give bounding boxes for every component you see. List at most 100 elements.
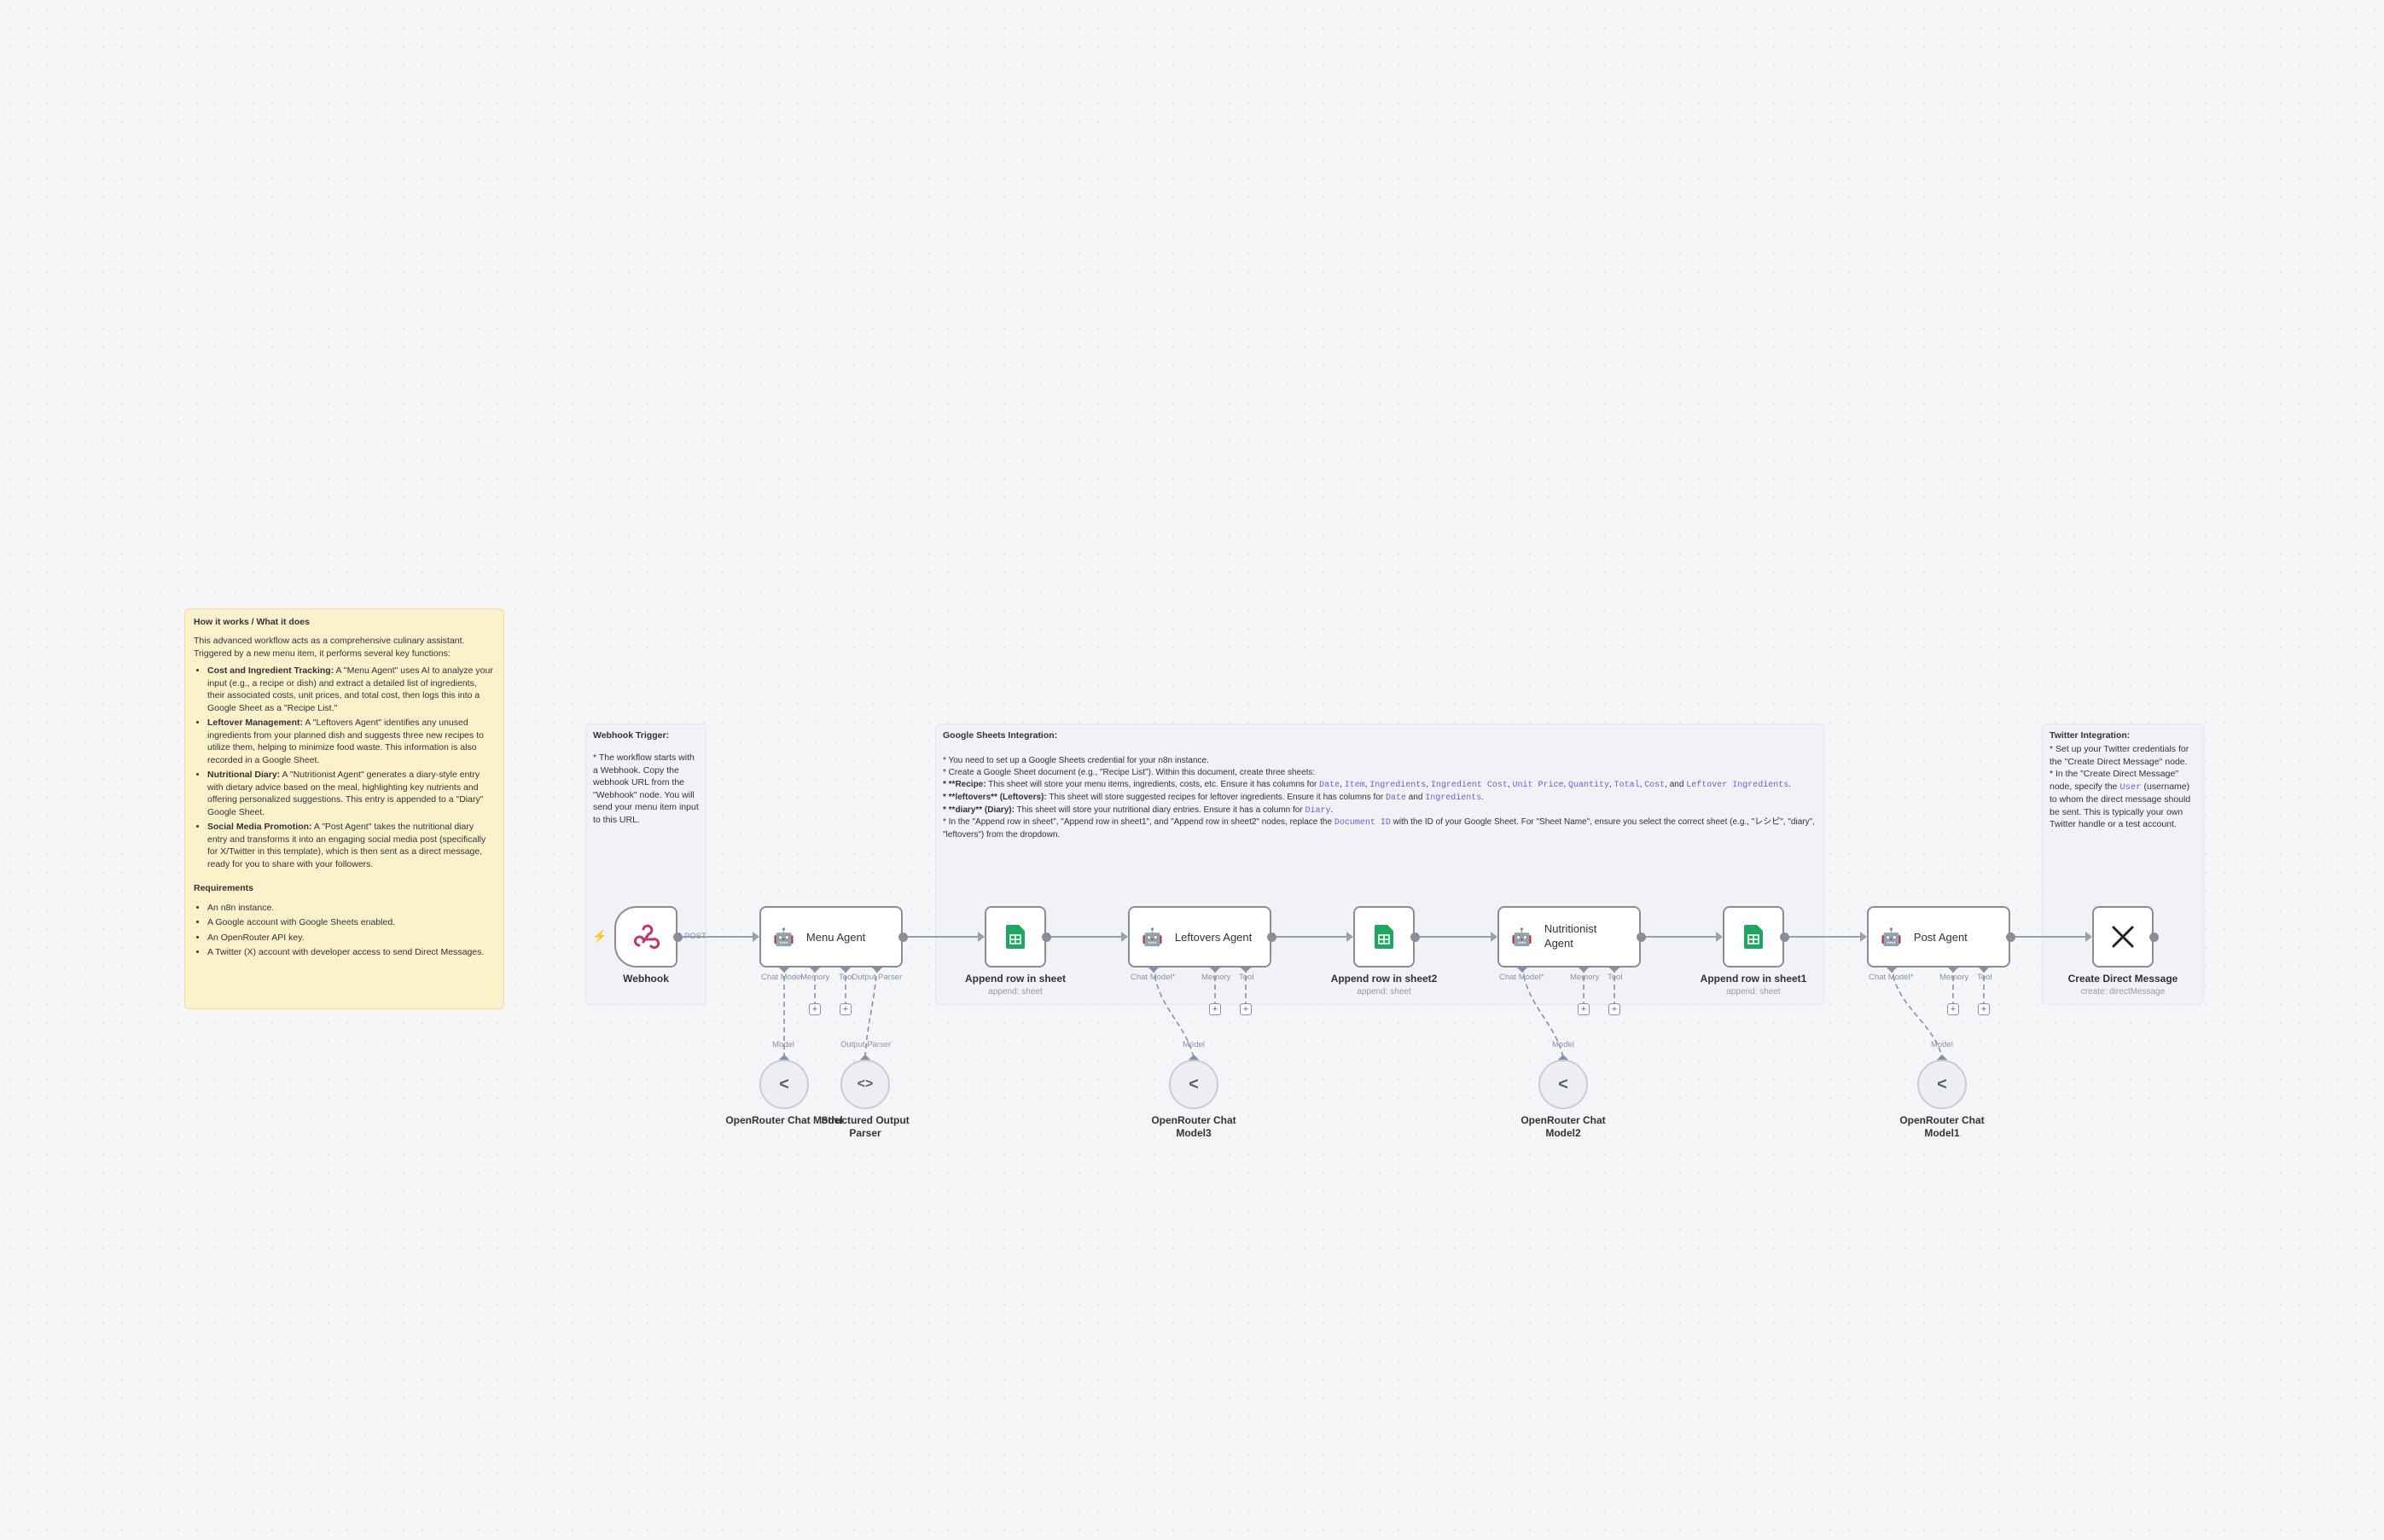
requirement-item: A Google account with Google Sheets enab…	[207, 916, 495, 928]
feature-item: Social Media Promotion: A "Post Agent" t…	[207, 821, 495, 870]
note-title: Webhook Trigger:	[593, 730, 670, 741]
port-label-memory: Memory	[1570, 973, 1600, 982]
note-line: * **diary** (Diary): This sheet will sto…	[943, 805, 1334, 816]
feature-list: Cost and Ingredient Tracking: A "Menu Ag…	[194, 665, 495, 870]
output-handle[interactable]	[1042, 933, 1051, 942]
output-handle[interactable]	[1780, 933, 1789, 942]
port-label-model: Model	[1552, 1040, 1574, 1049]
webhook-icon	[633, 924, 660, 950]
create-direct-message-node[interactable]	[2092, 906, 2154, 968]
requirement-item: A Twitter (X) account with developer acc…	[207, 946, 495, 958]
code-brackets-icon: <>	[857, 1077, 874, 1091]
note-body: * The workflow starts with a Webhook. Co…	[593, 753, 699, 825]
append-row-in-sheet-node[interactable]	[985, 906, 1046, 968]
leftovers-agent-node[interactable]: 🤖 Leftovers Agent	[1128, 906, 1271, 968]
output-handle[interactable]	[1267, 933, 1276, 942]
add-tool-button[interactable]: +	[1978, 1003, 1990, 1015]
webhook-output-handle[interactable]	[673, 933, 683, 942]
node-label: Leftovers Agent	[1174, 930, 1253, 944]
node-label: OpenRouter Chat Model	[725, 1114, 843, 1126]
add-tool-button[interactable]: +	[1240, 1003, 1252, 1015]
webhook-label: Webhook	[623, 973, 669, 985]
port-label-output-parser: Output Parser	[852, 973, 903, 982]
openrouter-chat-model2-node[interactable]: <	[1538, 1060, 1588, 1109]
note-title: Google Sheets Integration:	[943, 730, 1058, 741]
google-sheets-icon	[1744, 925, 1763, 949]
node-label: Menu Agent	[805, 930, 866, 944]
google-sheets-icon	[1006, 925, 1025, 949]
add-memory-button[interactable]: +	[1578, 1003, 1590, 1015]
structured-output-parser-node[interactable]: <>	[840, 1060, 890, 1109]
append-row-in-sheet2-node[interactable]	[1353, 906, 1415, 968]
note-intro: This advanced workflow acts as a compreh…	[194, 636, 465, 659]
note-line: * Set up your Twitter credentials for th…	[2050, 744, 2189, 767]
add-memory-button[interactable]: +	[1947, 1003, 1959, 1015]
node-label: OpenRouter Chat Model2	[1521, 1114, 1606, 1139]
openrouter-chat-model-node[interactable]: <	[759, 1060, 809, 1109]
node-label: Structured Output Parser	[821, 1114, 910, 1139]
requirement-item: An OpenRouter API key.	[207, 932, 495, 944]
port-label-tool: Tool	[1608, 973, 1623, 982]
note-title: How it works / What it does	[194, 617, 310, 627]
port-label-memory: Memory	[800, 973, 830, 982]
node-label: OpenRouter Chat Model3	[1151, 1114, 1236, 1139]
output-handle[interactable]	[2149, 933, 2159, 942]
append-row-in-sheet1-node[interactable]	[1723, 906, 1784, 968]
port-label-model: Model	[1183, 1040, 1205, 1049]
menu-agent-node[interactable]: 🤖 Menu Agent	[759, 906, 903, 968]
port-label-output-parser: Output Parser	[840, 1040, 892, 1049]
feature-item: Cost and Ingredient Tracking: A "Menu Ag…	[207, 665, 495, 714]
trigger-bolt-icon: ⚡	[592, 929, 608, 943]
output-handle[interactable]	[2006, 933, 2015, 942]
note-line: * **Recipe: This sheet will store your m…	[943, 780, 1792, 791]
port-label-tool: Tool	[1239, 973, 1254, 982]
webhook-node[interactable]	[614, 906, 677, 968]
note-line: * **leftovers** (Leftovers): This sheet …	[943, 792, 1485, 803]
requirements-title: Requirements	[194, 883, 254, 894]
openrouter-chat-model3-node[interactable]: <	[1169, 1060, 1218, 1109]
add-memory-button[interactable]: +	[809, 1003, 821, 1015]
add-tool-button[interactable]: +	[1608, 1003, 1620, 1015]
output-handle[interactable]	[1637, 933, 1646, 942]
note-line: * In the "Append row in sheet", "Append …	[943, 817, 1815, 840]
add-tool-button[interactable]: +	[840, 1003, 852, 1015]
openrouter-icon: <	[1558, 1074, 1568, 1094]
port-label-chat-model: Chat Model*	[1131, 973, 1176, 982]
post-agent-node[interactable]: 🤖 Post Agent	[1867, 906, 2010, 968]
nutritionist-agent-node[interactable]: 🤖 Nutritionist Agent	[1497, 906, 1641, 968]
port-label-memory: Memory	[1201, 973, 1231, 982]
google-sheets-icon	[1375, 925, 1393, 949]
robot-icon: 🤖	[1142, 927, 1163, 947]
openrouter-icon: <	[1937, 1074, 1947, 1094]
node-label: OpenRouter Chat Model1	[1899, 1114, 1985, 1139]
note-line: * Create a Google Sheet document (e.g., …	[943, 768, 1316, 778]
robot-icon: 🤖	[773, 927, 794, 947]
output-handle[interactable]	[1410, 933, 1420, 942]
output-handle[interactable]	[898, 933, 908, 942]
node-label: Post Agent	[1913, 930, 1968, 944]
robot-icon: 🤖	[1511, 927, 1532, 947]
sticky-note-overview[interactable]: How it works / What it does This advance…	[184, 608, 504, 1009]
port-label-model: Model	[772, 1040, 794, 1049]
port-label-tool: Tool	[1977, 973, 1992, 982]
openrouter-icon: <	[1189, 1074, 1199, 1094]
note-line: * In the "Create Direct Message" node, s…	[2050, 769, 2191, 830]
add-memory-button[interactable]: +	[1209, 1003, 1221, 1015]
webhook-method-label: POST	[684, 932, 706, 941]
requirements-list: An n8n instance. A Google account with G…	[194, 902, 495, 959]
openrouter-icon: <	[779, 1074, 789, 1094]
openrouter-chat-model1-node[interactable]: <	[1917, 1060, 1967, 1109]
port-label-memory: Memory	[1939, 973, 1969, 982]
requirement-item: An n8n instance.	[207, 902, 495, 914]
port-label-chat-model: Chat Model	[761, 973, 803, 982]
node-label: Nutritionist Agent	[1544, 922, 1597, 950]
feature-item: Leftover Management: A "Leftovers Agent"…	[207, 717, 495, 766]
x-twitter-icon	[2112, 926, 2134, 948]
port-label-chat-model: Chat Model*	[1869, 973, 1914, 982]
port-label-chat-model: Chat Model*	[1499, 973, 1544, 982]
